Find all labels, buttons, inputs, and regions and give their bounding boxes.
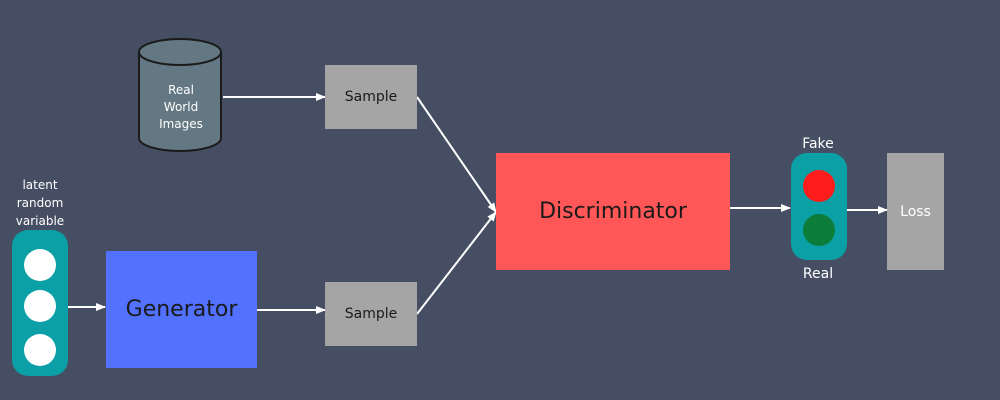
real-label: Real <box>802 266 834 282</box>
latent-dot-icon <box>24 334 56 366</box>
fake-real-indicator <box>791 153 847 260</box>
loss-label: Loss <box>900 203 931 220</box>
latent-dot-icon <box>24 249 56 281</box>
fake-light-icon <box>803 170 835 202</box>
discriminator-label: Discriminator <box>539 199 687 224</box>
sample-top-label: Sample <box>344 89 398 105</box>
edge-sample-top-to-discriminator <box>416 96 497 213</box>
database-cylinder-icon <box>138 38 222 152</box>
edge-sample-bottom-to-discriminator <box>416 211 497 315</box>
fake-label: Fake <box>802 136 834 152</box>
latent-label-line-2: random <box>16 196 64 210</box>
real-light-icon <box>803 214 835 246</box>
latent-label-line-3: variable <box>15 214 65 228</box>
latent-random-variable-label: latent random variable <box>4 176 76 230</box>
loss-node: Loss <box>887 153 944 270</box>
real-world-images-label: Real World Images <box>159 83 203 131</box>
latent-dot-icon <box>24 290 56 322</box>
sample-node-bottom: Sample <box>325 282 417 346</box>
latent-vector-node <box>12 230 68 376</box>
sample-bottom-label: Sample <box>344 306 398 322</box>
generator-node: Generator <box>106 251 257 368</box>
discriminator-node: Discriminator <box>496 153 730 270</box>
latent-label-line-1: latent <box>22 178 58 192</box>
sample-node-top: Sample <box>325 65 417 129</box>
generator-label: Generator <box>125 297 238 322</box>
